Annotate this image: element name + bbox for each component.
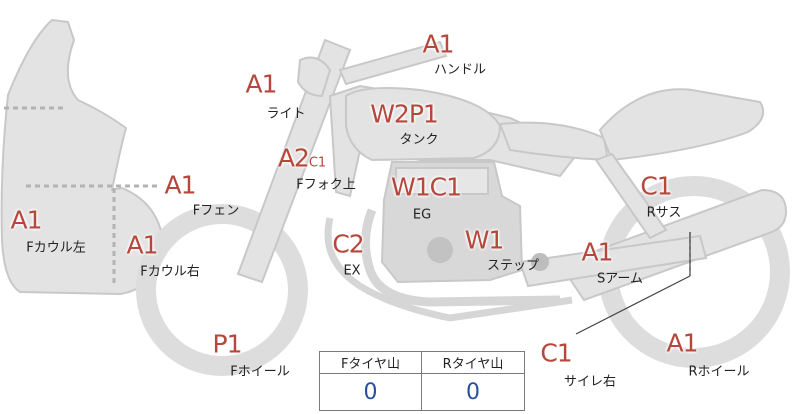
- rear-tire-value: 0: [466, 379, 480, 405]
- exhaust-pipe-shape: [361, 208, 561, 307]
- grade-fork-upper-main: A2: [277, 143, 310, 173]
- grade-rear-wheel: A1: [666, 328, 698, 358]
- grade-rear-shock: C1: [640, 171, 672, 201]
- seat-shape: [498, 121, 610, 162]
- cylinder-shape: [395, 167, 489, 195]
- front-tire-header: Fタイヤ山: [320, 352, 422, 374]
- label-cowl-right: Fカウル右: [140, 264, 200, 280]
- label-light: ライト: [266, 106, 306, 122]
- grade-fork-upper: A2C1: [278, 146, 326, 171]
- label-engine: EG: [412, 207, 432, 223]
- tire-tread-table: Fタイヤ山 Rタイヤ山 0 0: [319, 351, 525, 411]
- exhaust-pipe-lower-shape: [324, 217, 573, 322]
- grade-exhaust: C2: [332, 229, 364, 259]
- front-wheel-shape: [136, 204, 308, 376]
- label-front-wheel: Fホイール: [230, 364, 290, 380]
- rear-tire-header: Rタイヤ山: [422, 352, 524, 374]
- fork-shape: [236, 38, 352, 284]
- grade-swingarm: A1: [581, 237, 613, 267]
- grade-cowl-right: A1: [126, 230, 158, 260]
- label-cowl-left: Fカウル左: [26, 240, 86, 256]
- label-exhaust: EX: [343, 263, 361, 279]
- grade-step: W1: [464, 225, 505, 255]
- label-fork-upper: Fフォク上: [296, 177, 356, 193]
- label-swingarm: Sアーム: [596, 271, 644, 287]
- label-rear-wheel: Rホイール: [688, 364, 750, 380]
- label-step: ステップ: [486, 258, 540, 274]
- rear-shock-shape: [594, 152, 668, 240]
- grade-tank: W2P1: [370, 99, 439, 129]
- swingarm-shape: [518, 234, 708, 288]
- step-peg-shape: [531, 253, 549, 271]
- motorcycle-silhouette: [0, 18, 790, 376]
- grade-fork-upper-extra: C1: [308, 155, 327, 171]
- front-tire-value: 0: [320, 374, 422, 410]
- label-tank: タンク: [399, 132, 439, 148]
- label-front-fender: Fフェン: [192, 203, 240, 219]
- label-muffler-right: サイレ右: [563, 374, 617, 390]
- engine-cover-shape: [427, 237, 453, 263]
- headlight-shape: [296, 56, 332, 98]
- grade-engine: W1C1: [391, 172, 462, 202]
- rear-cowl-shape: [598, 88, 764, 162]
- grade-muffler-right: C1: [540, 338, 572, 368]
- grade-light: A1: [245, 69, 277, 99]
- grade-handle: A1: [422, 29, 454, 59]
- grade-front-wheel: P1: [212, 329, 243, 359]
- label-rear-shock: Rサス: [646, 205, 682, 221]
- grade-front-fender: A1: [164, 170, 196, 200]
- cowl-divider-lines: [4, 106, 160, 286]
- handlebar-shape: [338, 40, 448, 86]
- grade-cowl-left: A1: [10, 205, 42, 235]
- label-handle: ハンドル: [433, 62, 487, 78]
